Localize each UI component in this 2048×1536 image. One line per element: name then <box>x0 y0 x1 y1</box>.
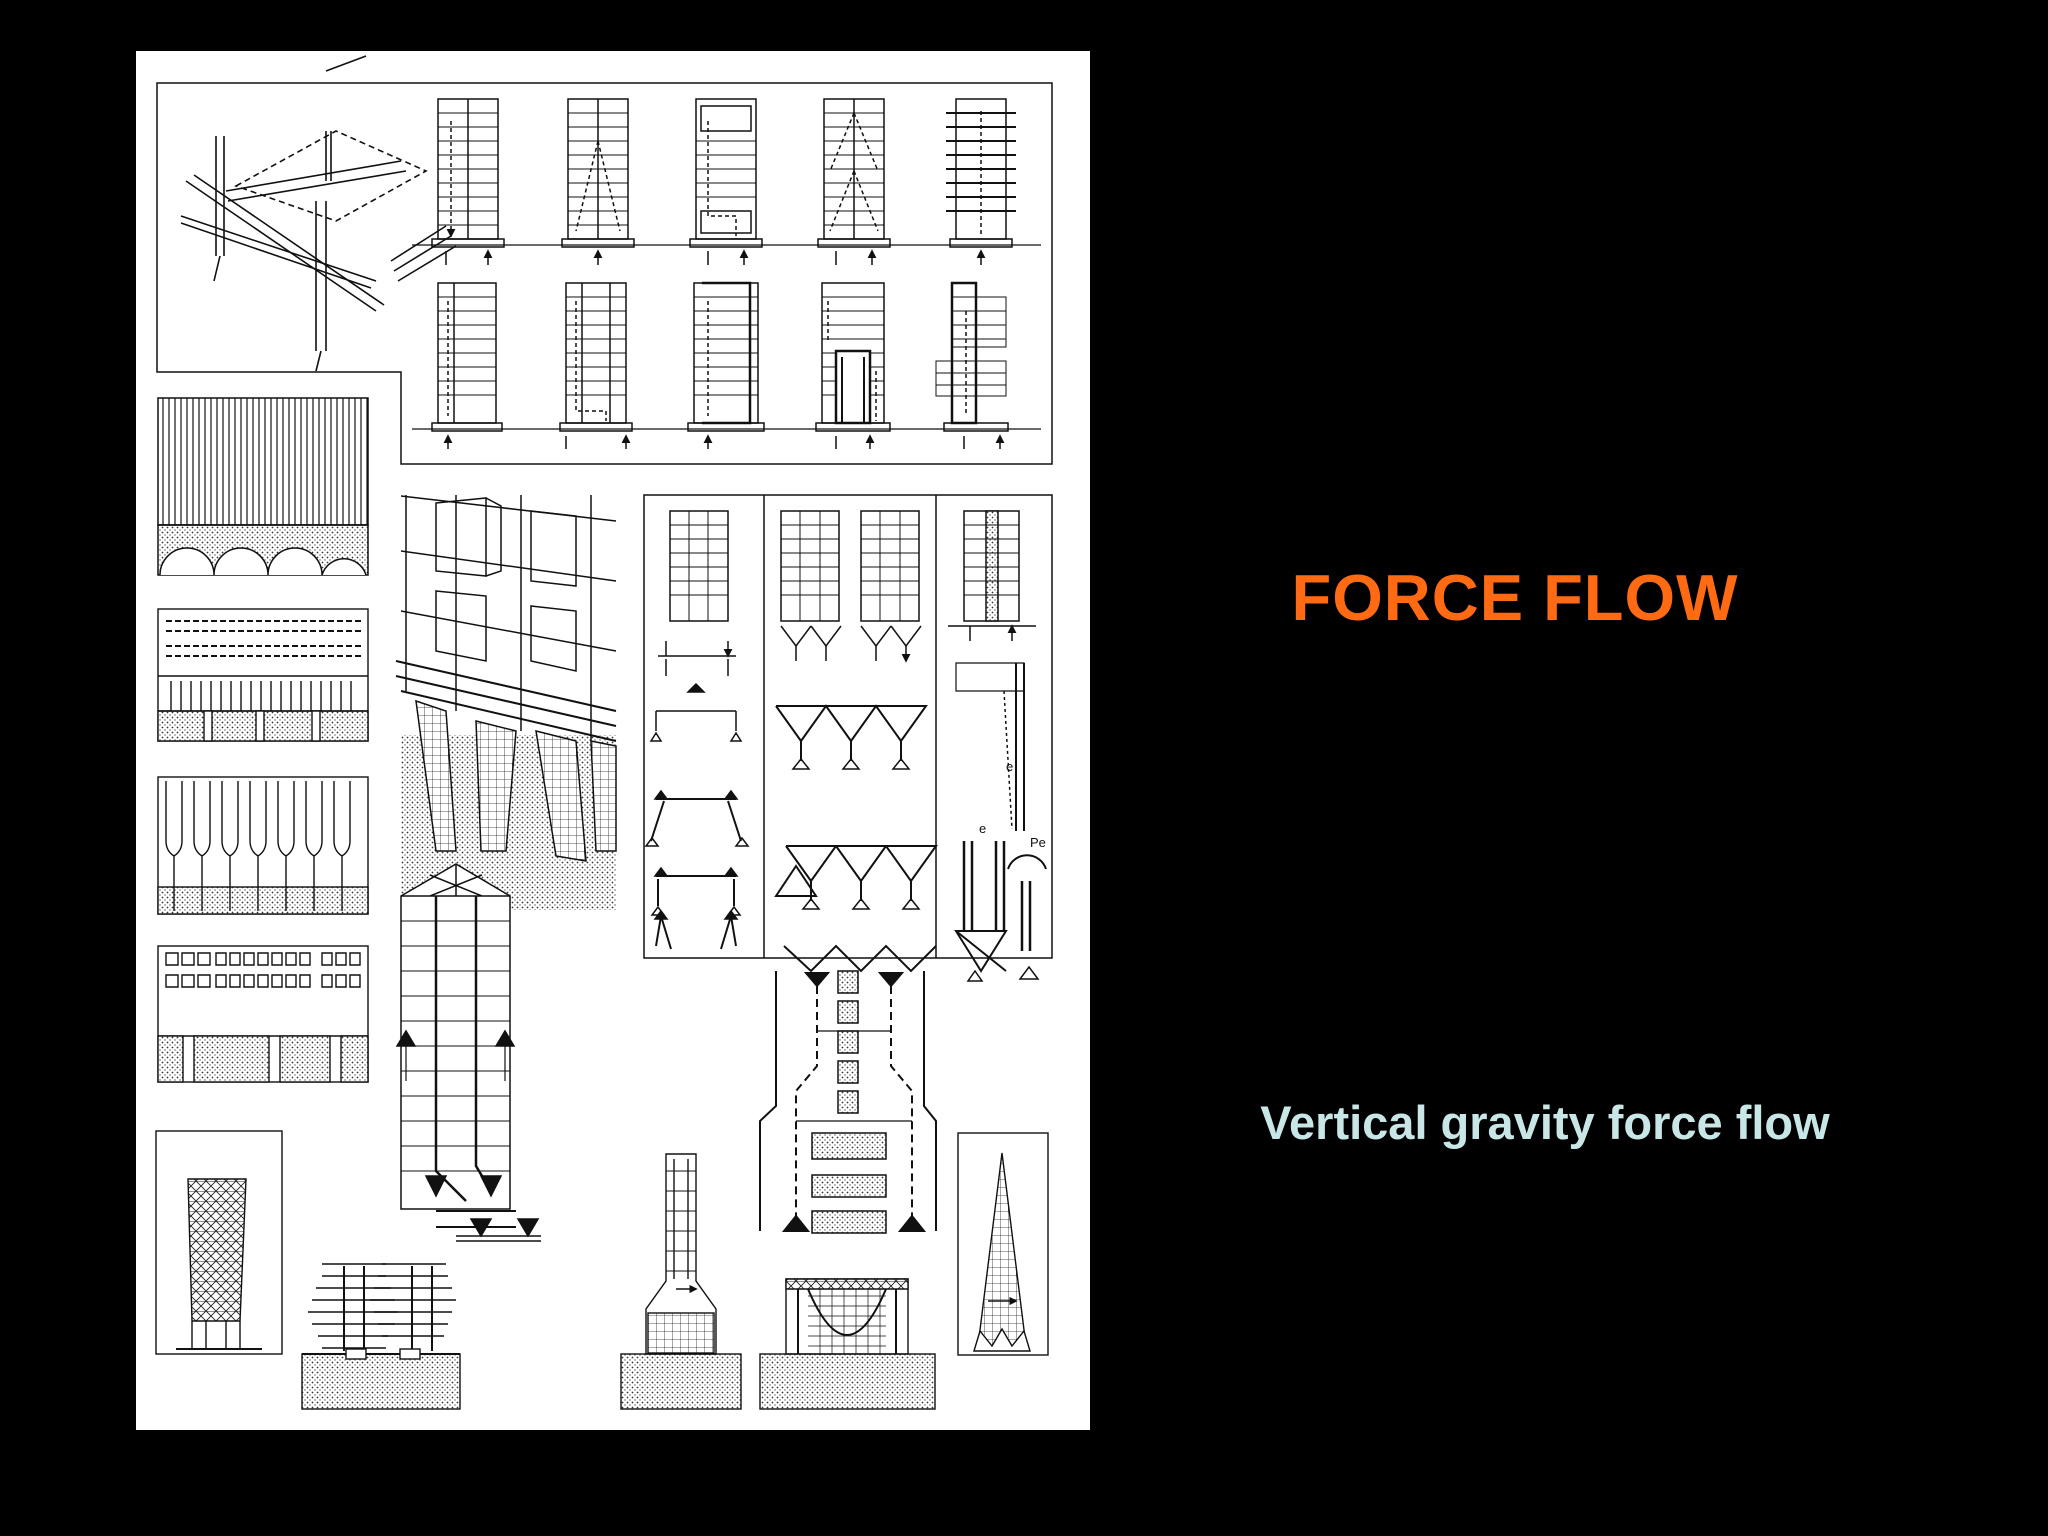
left-elevation-3 <box>157 776 369 915</box>
moment-label: Pe <box>1030 835 1046 850</box>
second-row-buildings <box>431 281 1009 449</box>
top-panel-frame <box>156 82 1053 465</box>
frame-diagrams-col-2 <box>774 510 938 973</box>
core-tower-force-diagram <box>759 970 937 1234</box>
bottom-stacked-slabs <box>301 1263 461 1410</box>
building-top-5 <box>946 98 1016 265</box>
building-mid-3 <box>687 281 765 449</box>
left-elevation-2 <box>157 608 369 742</box>
top-row-buildings <box>431 98 1016 265</box>
force-flow-diagram-plate: e e Pe <box>136 51 1090 1430</box>
bottom-diagrid-tower <box>155 1130 283 1355</box>
eccentricity-label-bottom: e <box>979 821 986 836</box>
building-mid-4 <box>815 282 891 449</box>
slide-subtitle: Vertical gravity force flow <box>1260 1096 1830 1149</box>
frame-diagrams-col-1 <box>644 510 750 950</box>
bottom-tapered-tower <box>620 1153 742 1410</box>
bottom-spire-tower <box>957 1132 1049 1356</box>
bottom-suspended-frame <box>759 1278 936 1410</box>
force-flow-diagram: e e Pe <box>155 55 1053 1410</box>
tower-force-flow-center <box>395 863 541 1242</box>
building-top-2 <box>561 98 635 265</box>
structural-diagrams-panel: e e Pe <box>643 494 1053 982</box>
eccentricity-label-top: e <box>1006 759 1013 774</box>
building-mid-2 <box>559 282 632 449</box>
left-elevation-1 <box>157 397 369 576</box>
isometric-frame-drawing <box>180 55 457 372</box>
building-mid-1 <box>431 282 503 449</box>
slide-title: FORCE FLOW <box>1291 561 1739 634</box>
building-top-4 <box>817 98 891 265</box>
core-wall-diagram-col-3: e e Pe <box>948 510 1047 982</box>
building-top-3 <box>689 98 763 265</box>
left-elevation-4 <box>157 945 369 1083</box>
building-top-1 <box>431 98 505 265</box>
perspective-box-frame-drawing <box>395 495 617 910</box>
building-mid-5 <box>935 281 1009 449</box>
